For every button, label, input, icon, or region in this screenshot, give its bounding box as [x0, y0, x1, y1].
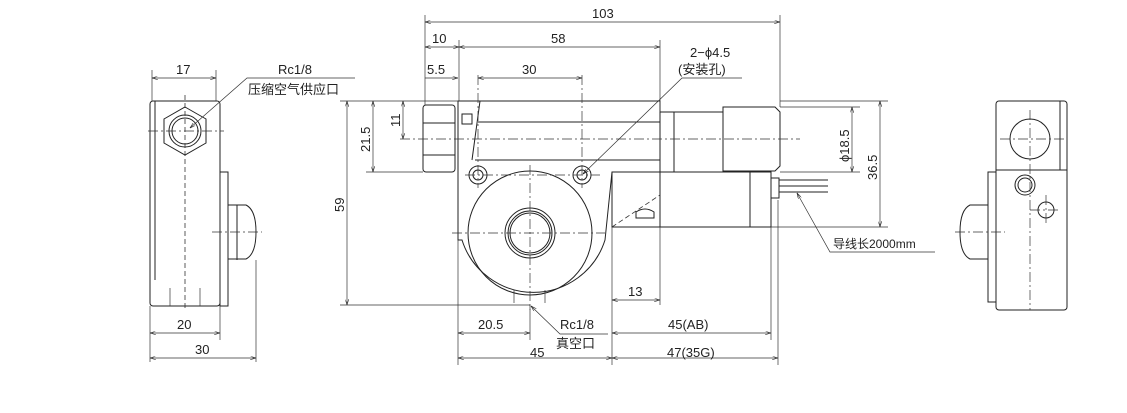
dim-11: 11	[388, 114, 403, 128]
dim-10: 10	[432, 31, 446, 46]
dim-20-5: 20.5	[478, 317, 503, 332]
dim-45: 45	[530, 345, 544, 360]
vacuum-port-thread: Rc1/8	[560, 317, 594, 332]
mount-holes-label: 2−ϕ4.5	[690, 45, 730, 60]
vacuum-port-label: 真空口	[556, 336, 595, 351]
dim-47-35g: 47(35G)	[667, 345, 715, 360]
dim-103: 103	[592, 6, 614, 21]
supply-port-label: 压缩空气供应口	[248, 82, 339, 97]
lead-length-label: 导线长2000mm	[833, 237, 916, 251]
dim-21-5: 21.5	[358, 127, 373, 152]
dim-diameter-18-5: ϕ18.5	[837, 129, 852, 162]
right-side-view	[955, 100, 1068, 311]
left-side-view: 17 20 30 Rc1/8 压缩空气供应口	[148, 62, 355, 362]
front-view: 103 10 58 5.5 30 21.5 11 59 ϕ18.5 36.5 1…	[332, 6, 935, 365]
dim-58: 58	[551, 31, 565, 46]
dim-13: 13	[628, 284, 642, 299]
dim-59: 59	[332, 198, 347, 212]
dim-36-5: 36.5	[865, 155, 880, 180]
dim-45-ab: 45(AB)	[668, 317, 708, 332]
dim-30: 30	[522, 62, 536, 77]
mount-holes-name: (安装孔)	[678, 62, 726, 77]
dim-30: 30	[195, 342, 209, 357]
dim-5-5: 5.5	[427, 62, 445, 77]
dim-20: 20	[177, 317, 191, 332]
supply-port-thread: Rc1/8	[278, 62, 312, 77]
dim-17: 17	[176, 62, 190, 77]
